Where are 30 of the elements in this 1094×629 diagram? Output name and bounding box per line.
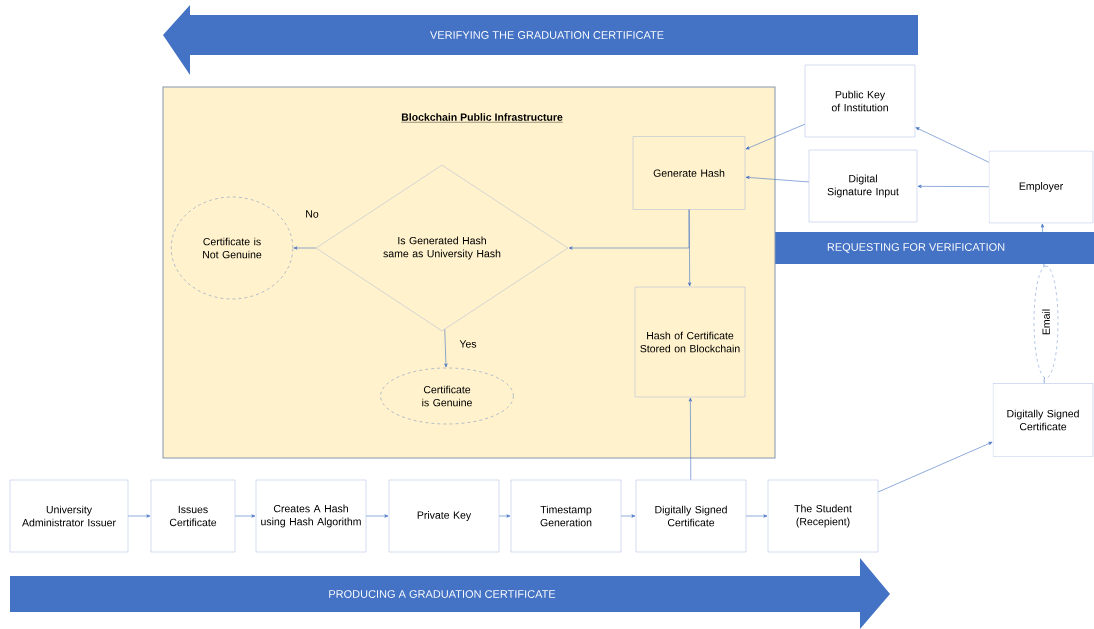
edge-label: Yes [458, 339, 478, 349]
arrow [444, 329, 448, 368]
arrow [1040, 223, 1045, 267]
process-box: Public Key of Institution [804, 64, 916, 138]
arrow [498, 514, 511, 518]
process-box: Digital Signature Input [808, 149, 918, 223]
process-box: Creates A Hash using Hash Algorithm [255, 479, 367, 553]
process-box: Digitally Signed Certificate [635, 479, 747, 553]
arrow [915, 127, 990, 163]
process-box: University Administrator Issuer [9, 479, 129, 553]
process-box: Private Key [388, 479, 500, 553]
process-box: Generate Hash [632, 136, 746, 210]
arrow [745, 514, 768, 518]
arrow [365, 514, 389, 518]
arrow [877, 441, 993, 493]
process-box: Timestamp Generation [510, 479, 622, 553]
process-box: The Student (Recepient) [767, 479, 879, 553]
arrow [234, 514, 256, 518]
arrow [127, 514, 151, 518]
arrow [568, 209, 690, 250]
process-box: Employer [988, 150, 1094, 224]
arrow [745, 175, 810, 183]
arrow [745, 123, 806, 150]
process-box: Issues Certificate [150, 479, 236, 553]
arrow [293, 246, 317, 250]
arrow [620, 514, 636, 518]
arrow [917, 184, 990, 188]
arrow [688, 397, 692, 481]
process-box: Digitally Signed Certificate [992, 383, 1094, 457]
process-box: Hash of Certificate Stored on Blockchain [634, 286, 746, 398]
